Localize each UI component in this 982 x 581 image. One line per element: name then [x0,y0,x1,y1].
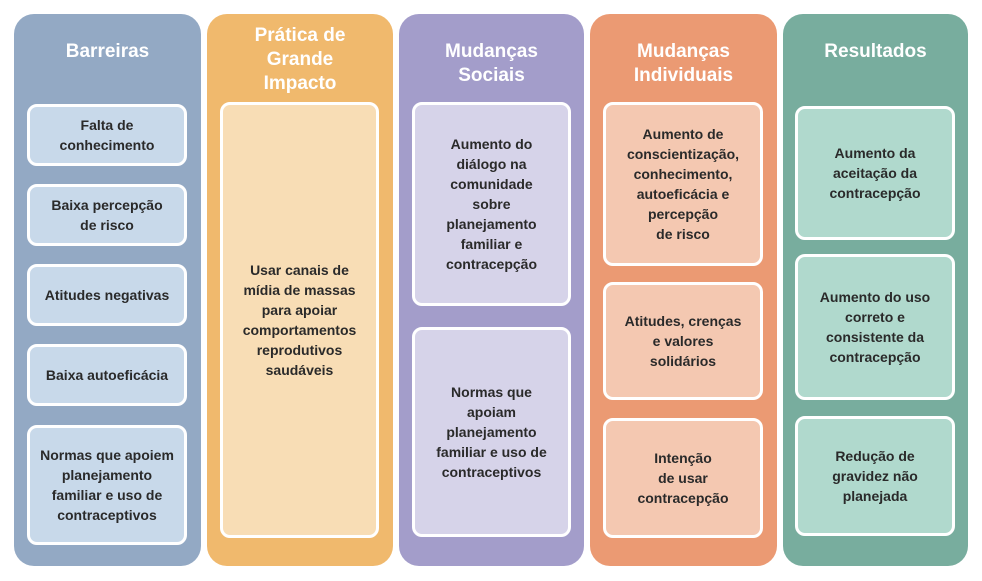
barrier-box: Baixa percepção de risco [27,184,187,246]
result-box: Aumento do uso correto e consistente da … [795,254,955,400]
social-change-box: Aumento do diálogo na comunidade sobre p… [412,102,571,306]
barrier-box: Falta de conhecimento [27,104,187,166]
column-title: Mudanças Sociais [445,41,538,86]
practice-box: Usar canais de mídia de massas para apoi… [220,102,379,538]
barrier-box: Normas que apoiem planejamento familiar … [27,425,187,545]
column-resultados: Resultados Aumento da aceitação da contr… [783,14,968,566]
column-title: Resultados [824,41,927,62]
barrier-box: Baixa autoeficácia [27,344,187,406]
column-title: Mudanças Individuais [633,41,734,86]
column-barreiras: Barreiras Falta de conhecimento Baixa pe… [14,14,201,566]
column-pratica-de-grande-impacto: Prática de Grande Impacto Usar canais de… [207,14,393,566]
column-mudancas-individuais: Mudanças Individuais Aumento de conscien… [590,14,777,566]
column-title: Barreiras [65,41,150,62]
column-mudancas-sociais: Mudanças Sociais Aumento do diálogo na c… [399,14,584,566]
result-box: Redução de gravidez não planejada [795,416,955,536]
individual-change-box: Intenção de usar contracepção [603,418,763,538]
barrier-box: Atitudes negativas [27,264,187,326]
individual-change-box: Atitudes, crenças e valores solidários [603,282,763,400]
column-title: Prática de Grande Impacto [254,25,346,94]
individual-change-box: Aumento de conscientização, conhecimento… [603,102,763,266]
result-box: Aumento da aceitação da contracepção [795,106,955,240]
social-change-box: Normas que apoiam planejamento familiar … [412,327,571,537]
